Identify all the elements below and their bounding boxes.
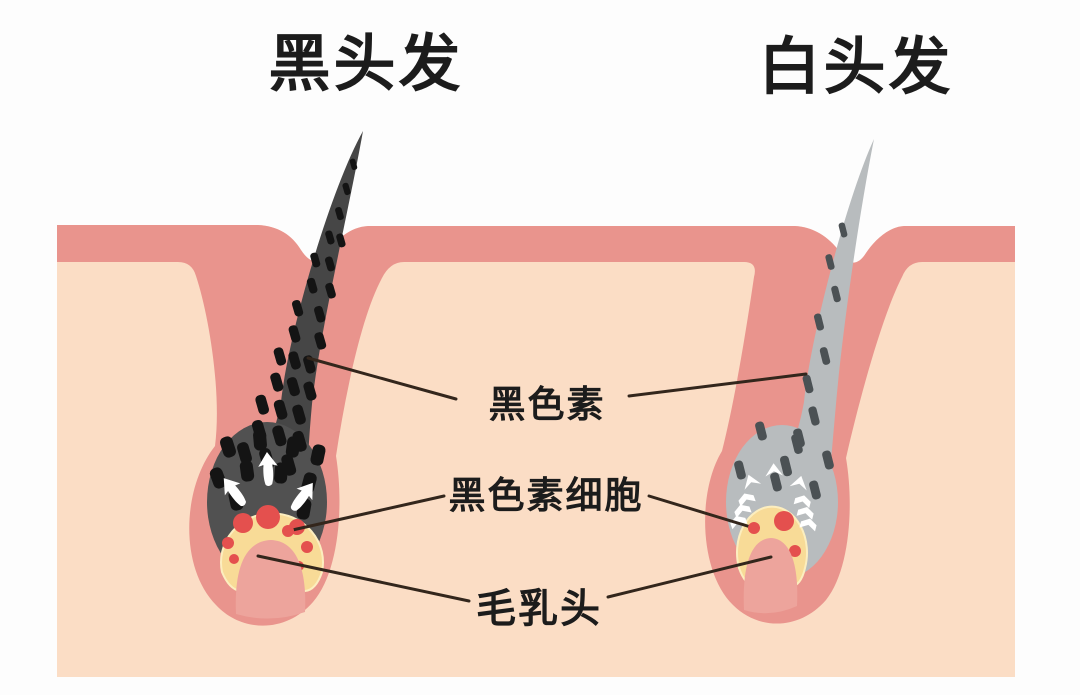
title-white-hair: 白头发 [758,33,953,102]
melanocyte-cell [789,545,801,557]
melanin-granule [273,399,288,420]
up-arrow-icon [258,452,278,486]
broken-melanin-transfer-arrows [730,463,817,532]
melanin-granule [237,442,252,464]
melanin-granule [825,254,835,270]
melanocyte-cell [229,554,239,564]
broken-arrow-segment-icon [793,495,811,509]
melanin-granule [270,372,284,392]
hair-papilla-right [743,538,798,614]
melanin-granule [314,332,327,350]
melanin-granules-dense [209,158,358,520]
black-hair-shaft [248,131,363,506]
melanin-granule [734,460,746,480]
melanin-granule [314,305,326,323]
melanin-leader-line-right [627,372,808,398]
melanin-granule [324,256,335,272]
label-melanocyte: 黑色素细胞 [449,475,644,516]
black-hair-follicle [207,131,363,619]
label-papilla: 毛乳头 [476,587,602,631]
broken-arrow-head-icon [789,475,807,491]
up-arrow-icon [223,478,246,507]
melanin-granule [253,429,267,451]
melanin-transfer-arrows [223,452,313,511]
melanin-granule [292,404,306,425]
broken-arrow-segment-icon [734,504,752,519]
melanin-granule [755,421,767,441]
melanin-granule [831,285,841,303]
melanin-granule [822,450,834,470]
papilla-leader-line-left [256,554,471,603]
melanin-granule [274,462,288,484]
melanin-granule [273,347,287,366]
broken-arrow-segment-icon [799,518,817,532]
melanin-leader-line-left [306,356,458,401]
melanocyte-leader-line-right [647,494,756,530]
melanocyte-cell [233,513,253,533]
melanin-granule [342,182,351,196]
melanin-granules-sparse [734,222,848,500]
melanin-granule [219,436,237,458]
melanin-granule [793,428,805,448]
melanin-granule [209,467,227,489]
melanin-granule [336,233,346,248]
melanin-granule [770,472,782,492]
broken-arrow-segment-icon [796,506,814,520]
melanin-granule [272,425,287,447]
melanocyte-leader-line-left [286,494,446,533]
melanin-granule [255,394,270,415]
melanin-granule [288,351,301,370]
broken-arrow-segment-icon [738,493,756,507]
melanin-granule [286,377,300,397]
melanocyte-cell [774,511,794,531]
melanin-granule [306,277,318,294]
melanocyte-cell [301,541,313,553]
melanin-granule [838,222,848,238]
melanin-granule [310,444,326,466]
melanin-granule [325,230,335,245]
melanin-granule [802,374,814,394]
melanin-granule [349,158,358,171]
melanin-granule [808,406,820,426]
melanin-granule [813,313,825,331]
broken-arrow-head-icon [744,474,762,490]
melanocyte-pointer-dot-right [748,522,760,534]
papilla-leader-line-right [606,555,773,599]
melanin-granule [779,455,793,477]
melanin-granule [285,436,301,458]
melanin-granule [819,347,831,365]
melanocyte-cell [222,537,234,549]
gray-hair-shaft [772,139,874,504]
broken-arrow-head-icon [765,463,783,477]
melanin-granule [288,325,301,343]
melanocyte-cell [256,505,280,529]
melanocyte-cells-right [774,511,801,557]
melanin-granule [310,252,321,268]
label-melanin: 黑色素 [489,384,606,425]
up-arrow-icon [290,482,313,511]
title-black-hair: 黑头发 [268,30,463,99]
hair-papilla-left [235,540,306,619]
melanin-granule [335,206,344,221]
broken-arrow-segment-icon [730,516,748,530]
melanin-granule [303,381,317,401]
melanin-granule [325,282,336,299]
melanin-granule [239,460,255,482]
melanin-granule [809,480,821,500]
melanin-granule [291,299,304,317]
melanocyte-pointer-dot-left [282,525,294,537]
